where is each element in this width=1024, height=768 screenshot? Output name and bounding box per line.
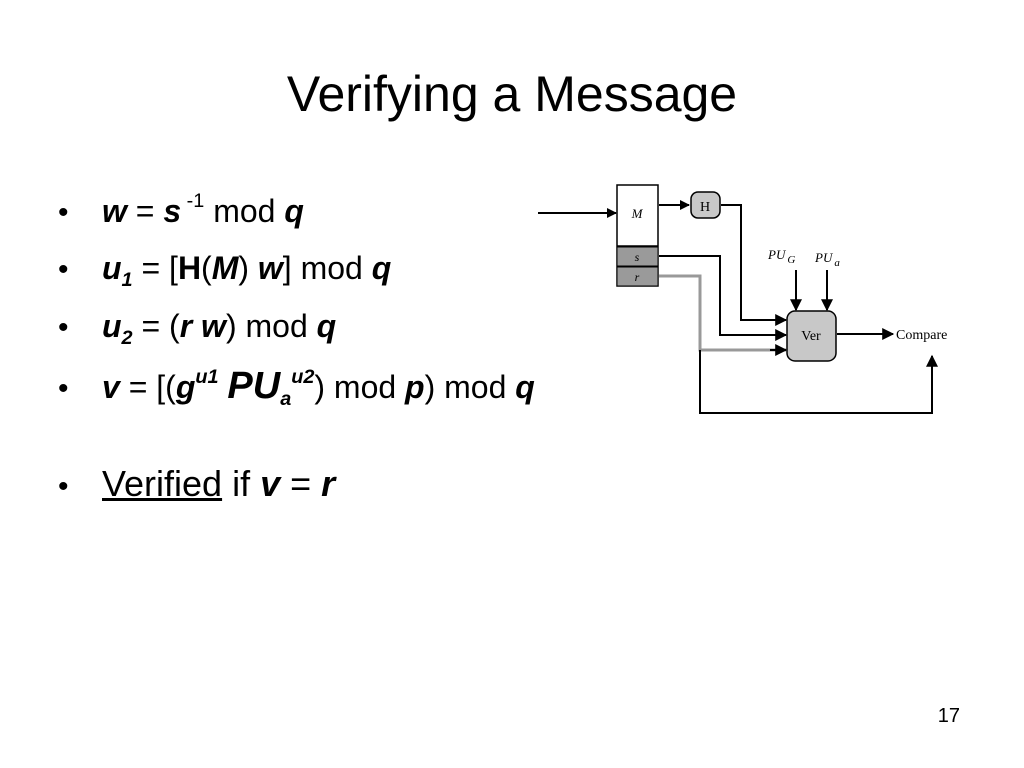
signature-r-cell [616,266,659,287]
hash-label: H [700,200,710,215]
bullet-dot: • [58,372,69,405]
r-label: r [635,270,640,284]
s-to-ver-line [659,255,788,341]
hash-box [690,191,721,219]
bullet-v: •v = [(gu1 PUau2) mod p) mod q [58,365,535,410]
ver-label: Ver [801,329,821,344]
bullet-verified: •Verified if v = r [58,462,335,509]
message-label: M [631,206,644,221]
ver-box [786,310,837,362]
r-to-ver-line [659,274,786,352]
h-to-ver-line [721,204,788,326]
slide-title: Verifying a Message [286,66,738,122]
bullet-u1: •u1 = [H(M) w] mod q [58,250,392,291]
bullet-dot: • [58,311,69,344]
signature-s-cell [616,246,659,267]
s-label: s [635,250,640,264]
page-number: 17 [937,705,960,727]
bullet-dot: • [58,196,69,229]
bullet-dot: • [58,470,69,503]
bullet-u2: •u2 = (r w) mod q [58,308,337,349]
compare-label: Compare [896,328,947,343]
r-to-compare-line [699,350,938,414]
bullet-w: •w = s -1 mod q [58,191,304,233]
bullet-dot: • [58,253,69,286]
